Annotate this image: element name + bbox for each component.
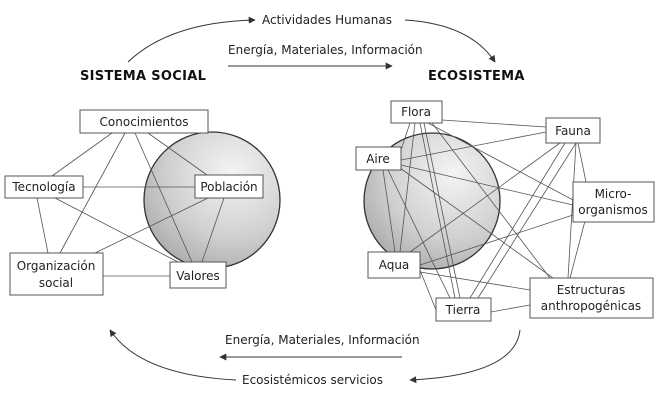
svg-text:Micro-: Micro-	[595, 187, 632, 201]
node-valores: Valores	[169, 261, 227, 289]
node-tierra: Tierra	[435, 297, 492, 322]
node-organizacion-social: Organización social	[9, 252, 104, 296]
ecosystem-title: ECOSISTEMA	[428, 69, 525, 84]
node-aire: Aire	[355, 146, 402, 171]
top-flow-label: Energía, Materiales, Información	[228, 43, 423, 57]
ecosystem-services-label: Ecosistémicos servicios	[242, 373, 383, 387]
bottom-flow-label: Energía, Materiales, Información	[225, 333, 420, 347]
ecosystem-services-arc-right	[409, 329, 521, 384]
svg-text:Fauna: Fauna	[555, 124, 591, 138]
svg-text:social: social	[39, 276, 73, 290]
svg-text:Aire: Aire	[366, 152, 390, 166]
svg-text:Tierra: Tierra	[445, 303, 481, 317]
svg-text:Organización: Organización	[17, 259, 96, 273]
node-fauna: Fauna	[545, 117, 601, 144]
svg-text:Estructuras: Estructuras	[557, 283, 626, 297]
human-activities-arc-left	[127, 16, 256, 63]
svg-text:Aqua: Aqua	[379, 258, 410, 272]
svg-text:Tecnología: Tecnología	[11, 180, 75, 194]
svg-text:Flora: Flora	[401, 105, 431, 119]
human-activities-label: Actividades Humanas	[262, 13, 392, 27]
node-aqua: Aqua	[367, 251, 421, 279]
svg-text:organismos: organismos	[578, 203, 648, 217]
ecosystem-edges	[382, 119, 587, 313]
node-microorganismos: Micro- organismos	[572, 181, 655, 223]
node-flora: Flora	[390, 100, 443, 124]
node-estructuras-anthropogenicas: Estructuras anthropogénicas	[529, 277, 654, 319]
svg-text:Valores: Valores	[176, 269, 220, 283]
ecosystem-services-arc-left	[109, 329, 237, 381]
svg-text:anthropogénicas: anthropogénicas	[541, 299, 641, 313]
node-tecnologia: Tecnología	[4, 175, 84, 199]
human-activities-arc-right	[404, 19, 496, 63]
social-system-title: SISTEMA SOCIAL	[80, 69, 206, 84]
svg-text:Conocimientos: Conocimientos	[100, 115, 189, 129]
svg-text:Población: Población	[200, 180, 257, 194]
node-poblacion: Población	[194, 174, 264, 199]
node-conocimientos: Conocimientos	[79, 109, 209, 134]
social-edges	[36, 132, 225, 277]
